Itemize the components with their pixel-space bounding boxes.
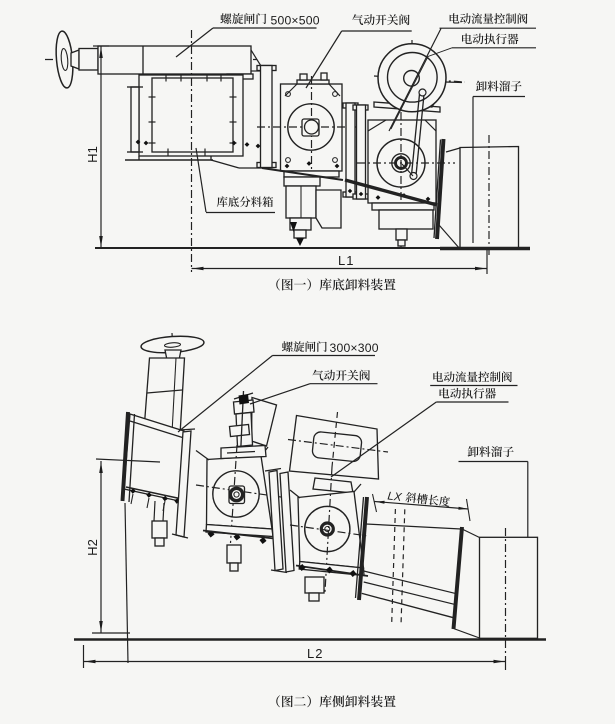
svg-text:L1: L1 [338, 253, 354, 268]
svg-text:500×500: 500×500 [271, 13, 320, 27]
svg-text:L2: L2 [307, 646, 323, 661]
svg-text:300×300: 300×300 [330, 341, 379, 355]
svg-text:H2: H2 [85, 539, 100, 556]
svg-text:LX: LX [387, 490, 404, 504]
svg-text:H1: H1 [85, 146, 100, 163]
